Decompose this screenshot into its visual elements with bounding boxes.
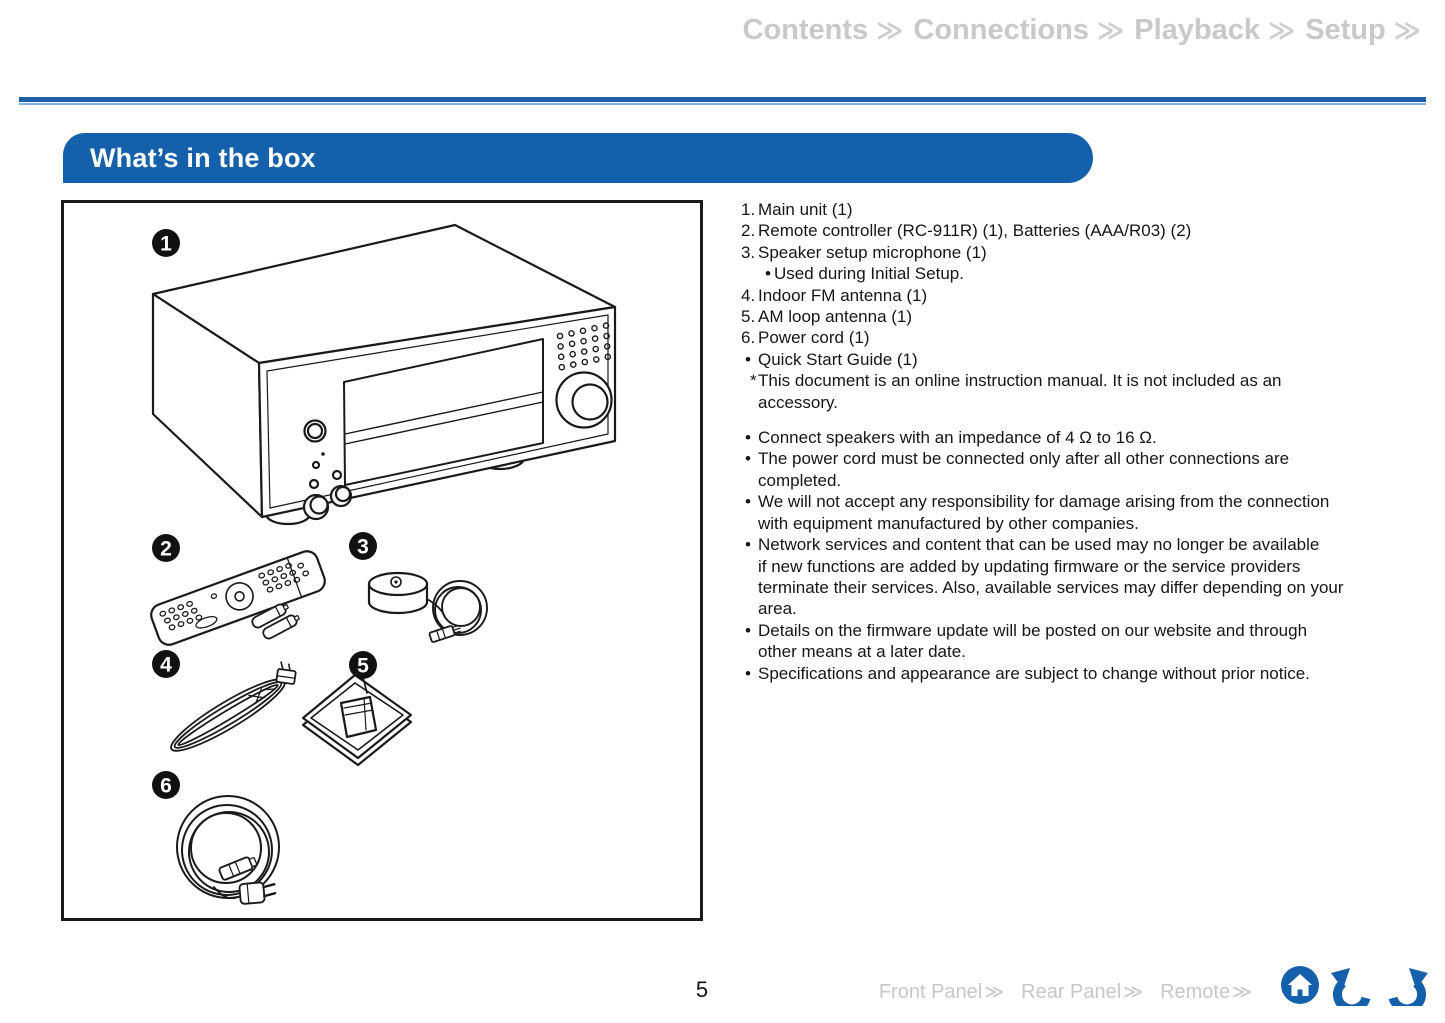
svg-text:5: 5 xyxy=(357,655,369,678)
list-text: Quick Start Guide (1) xyxy=(758,349,918,369)
list-text: Remote controller (RC-911R) (1), Batteri… xyxy=(758,221,1192,241)
list-item: 6.Power cord (1) xyxy=(740,327,1388,348)
header-divider xyxy=(19,97,1426,105)
bullet-marker: • xyxy=(745,492,751,512)
svg-text:3: 3 xyxy=(357,536,369,559)
remote-controller-illustration xyxy=(150,550,326,646)
bullet-marker: • xyxy=(745,349,751,369)
note-item: •Specifications and appearance are subje… xyxy=(740,663,1388,684)
list-marker: 4. xyxy=(741,285,756,305)
main-unit-illustration xyxy=(151,223,617,526)
badge-3: 3 xyxy=(349,532,377,560)
chevron-icon: ≫ xyxy=(1123,982,1144,1003)
page-title: What’s in the box xyxy=(90,142,316,173)
redo-arrow-icon[interactable] xyxy=(1384,964,1430,1006)
note-item: •Network services and content that can b… xyxy=(740,534,1388,620)
nav-item-contents[interactable]: Contents≫ xyxy=(743,14,904,47)
chevron-icon: ≫ xyxy=(1393,15,1421,45)
footer-icons xyxy=(1280,964,1430,1006)
note-item: •We will not accept any responsibility f… xyxy=(740,491,1388,534)
nav-item-connections[interactable]: Connections≫ xyxy=(913,14,1124,47)
bullet-marker: • xyxy=(745,620,751,640)
nav-item-playback[interactable]: Playback ≫ xyxy=(1134,14,1295,47)
accessories-illustration: 1 2 3 4 5 6 xyxy=(150,223,617,905)
note-item: •Connect speakers with an impedance of 4… xyxy=(740,427,1388,448)
list-text: Power cord (1) xyxy=(758,328,870,348)
svg-text:2: 2 xyxy=(160,538,172,561)
svg-text:6: 6 xyxy=(160,775,172,798)
divider-dark-line xyxy=(19,97,1426,102)
nav-label: Setup xyxy=(1305,14,1386,46)
list-item: 4.Indoor FM antenna (1) xyxy=(740,285,1388,306)
badge-6: 6 xyxy=(152,771,180,799)
chevron-icon: ≫ xyxy=(1268,15,1296,45)
list-text: AM loop antenna (1) xyxy=(758,307,913,327)
chevron-icon: ≫ xyxy=(984,982,1005,1003)
nav-label: Playback xyxy=(1134,14,1260,46)
list-item: 3.Speaker setup microphone (1) xyxy=(740,242,1388,263)
chevron-icon: ≫ xyxy=(1232,982,1252,1003)
undo-arrow-icon[interactable] xyxy=(1329,964,1375,1006)
section-banner: What’s in the box xyxy=(63,133,1093,183)
list-text: Speaker setup microphone (1) xyxy=(758,242,987,262)
list-item: 2.Remote controller (RC-911R) (1), Batte… xyxy=(740,220,1388,241)
note-item: •Details on the firmware update will be … xyxy=(740,620,1388,663)
home-icon[interactable] xyxy=(1280,965,1320,1005)
list-marker: 5. xyxy=(741,307,756,327)
bullet-marker: • xyxy=(765,264,771,284)
footer-link-remote[interactable]: Remote≫ xyxy=(1160,981,1252,1003)
chevron-icon: ≫ xyxy=(1097,15,1125,45)
batteries-illustration xyxy=(251,603,300,640)
am-antenna-illustration xyxy=(301,654,413,767)
list-text: Indoor FM antenna (1) xyxy=(758,285,928,305)
fm-antenna-illustration xyxy=(170,661,297,752)
nav-item-setup[interactable]: Setup≫ xyxy=(1305,14,1421,47)
notes-section: •Connect speakers with an impedance of 4… xyxy=(740,427,1388,684)
page-number: 5 xyxy=(695,977,709,1002)
list-item: • Quick Start Guide (1) xyxy=(740,349,1388,370)
list-marker: 6. xyxy=(741,328,756,348)
list-item: 1.Main unit (1) xyxy=(740,199,1388,220)
list-text: Main unit (1) xyxy=(758,200,853,219)
bullet-marker: • xyxy=(745,663,751,683)
note-item: •The power cord must be connected only a… xyxy=(740,448,1388,491)
list-sub-item: •Used during Initial Setup. xyxy=(765,263,1388,284)
top-navigation: Contents≫ Connections≫ Playback≫ Setup≫ xyxy=(743,14,1422,47)
list-marker: 1. xyxy=(741,200,756,219)
box-contents-text: 1.Main unit (1) 2.Remote controller (RC-… xyxy=(740,199,1388,684)
bullet-marker: • xyxy=(745,428,751,448)
setup-microphone-illustration xyxy=(367,571,488,643)
footer-link-front-panel[interactable]: Front Panel≫ xyxy=(878,981,1005,1003)
footnote-text: This document is an online instruction m… xyxy=(758,371,1282,412)
bullet-marker: • xyxy=(745,535,751,555)
power-cord-illustration xyxy=(176,795,280,905)
nav-label: Connections xyxy=(913,14,1090,46)
list-item: 5.AM loop antenna (1) xyxy=(740,306,1388,327)
list-marker: 2. xyxy=(741,221,756,241)
svg-text:4: 4 xyxy=(160,654,172,677)
chevron-icon: ≫ xyxy=(876,15,904,45)
badge-4: 4 xyxy=(152,650,180,678)
badge-5: 5 xyxy=(349,651,377,679)
footnote: * This document is an online instruction… xyxy=(740,370,1388,413)
badge-1: 1 xyxy=(152,229,180,257)
badge-2: 2 xyxy=(152,534,180,562)
svg-text:1: 1 xyxy=(160,233,172,256)
footer-link-rear-panel[interactable]: Rear Panel≫ xyxy=(1021,981,1144,1003)
whats-in-the-box-figure: 1 2 3 4 5 6 xyxy=(61,200,703,921)
nav-label: Contents xyxy=(742,14,869,46)
list-text: Used during Initial Setup. xyxy=(774,264,964,284)
bullet-marker: • xyxy=(745,449,751,469)
list-marker: 3. xyxy=(741,242,756,262)
asterisk-marker: * xyxy=(750,371,757,391)
divider-light-line xyxy=(19,103,1426,105)
footer-links: Front Panel≫ Rear Panel≫ Remote≫ xyxy=(879,981,1252,1004)
